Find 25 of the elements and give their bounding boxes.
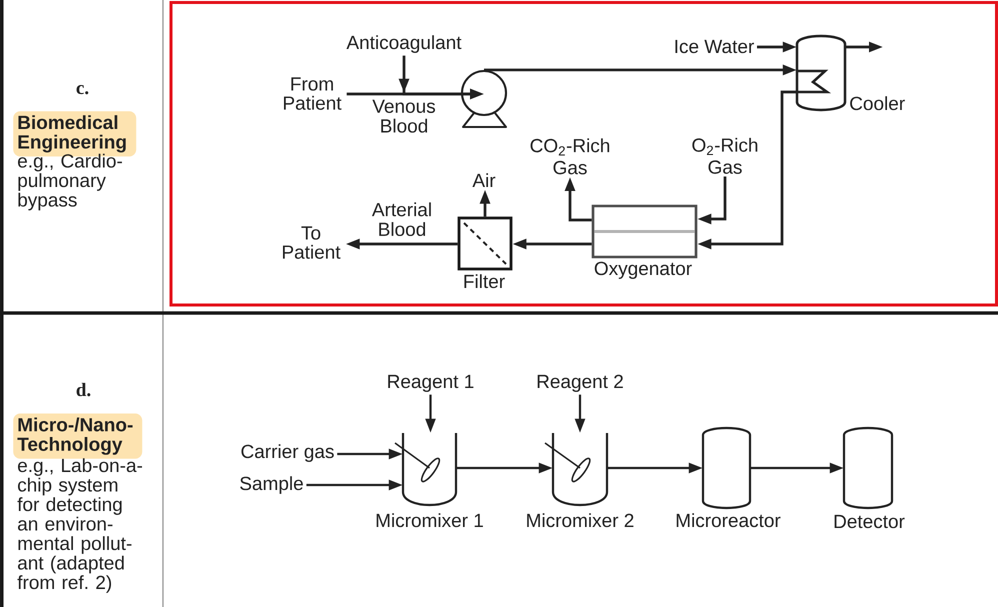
stream-label: CO$_{2}$-Rich Gas <box>530 138 610 174</box>
unit-label: Micromixer 2 <box>527 513 634 528</box>
unit-label: Micromixer 1 <box>376 513 483 528</box>
stream-label: Ice Water <box>675 40 754 54</box>
edge-label: Venous Blood <box>367 98 441 134</box>
unit-label: Filter <box>464 274 505 288</box>
row-description: e.g., Cardio- pulmonary bypass <box>18 154 122 210</box>
unit-label: Oxygenator <box>594 262 692 279</box>
stream-label: Carrier gas <box>241 444 334 462</box>
stream-label: Air <box>472 173 496 187</box>
unit-label: Cooler <box>850 96 905 110</box>
stream-label: Reagent 1 <box>388 374 474 392</box>
stream-label: Sample <box>240 476 303 494</box>
stream-label: O$_{2}$-Rich Gas <box>692 138 758 174</box>
stream-label: From Patient <box>284 77 342 110</box>
row-letter: d. <box>76 382 90 396</box>
stream-label: Anticoagulant <box>346 35 462 53</box>
edge-label: Arterial Blood <box>365 201 439 238</box>
unit-label: Microreactor <box>676 513 780 528</box>
unit-label: Detector <box>834 514 905 528</box>
stream-label: To Patient <box>282 226 340 259</box>
row-letter: c. <box>76 85 88 94</box>
stream-label: Reagent 2 <box>538 374 623 392</box>
pump-symbol <box>460 70 508 128</box>
row-description: e.g., Lab-on-a- chip system for detecting an environ- mental pollut- ant (adapted from ref. 2) <box>17 458 142 593</box>
